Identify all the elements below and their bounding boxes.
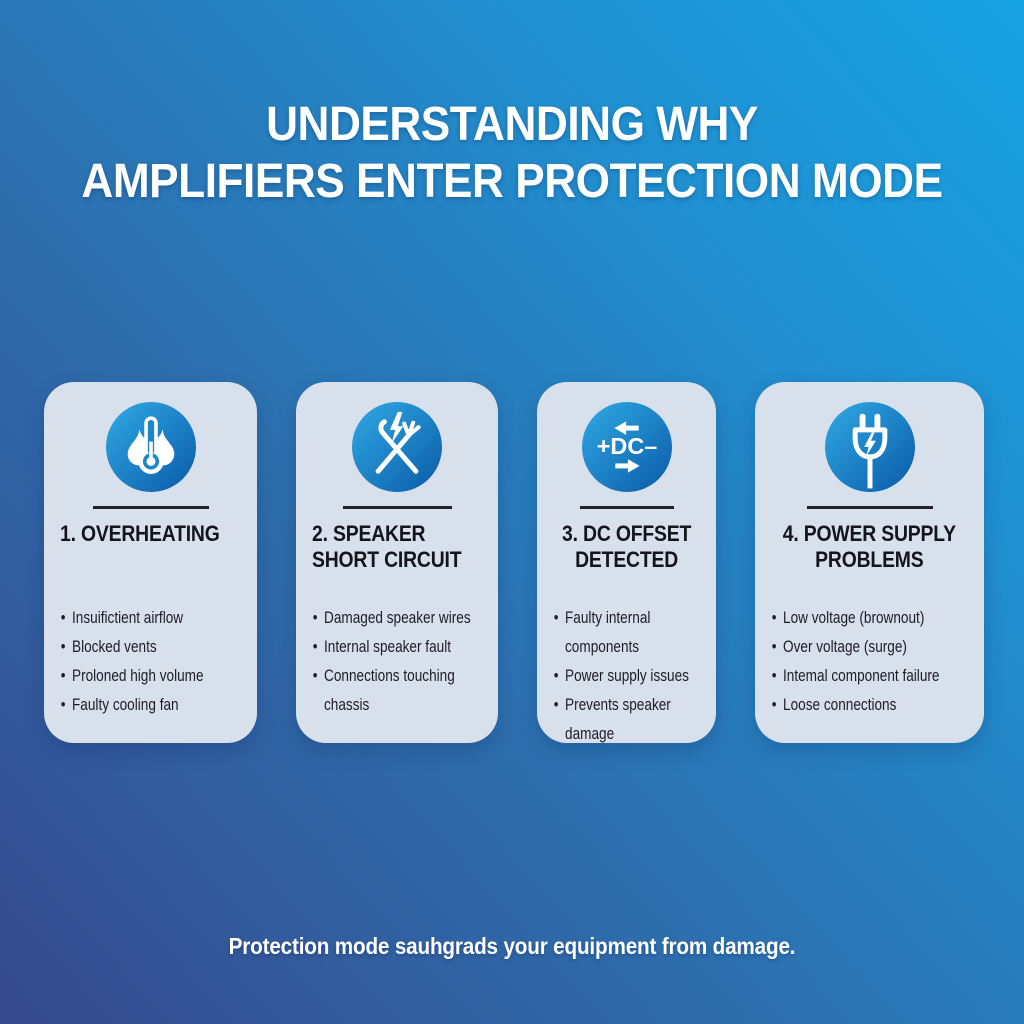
bullet-item: Insuifictient airflow <box>60 603 241 632</box>
bullet-item: Loose connections <box>771 690 968 719</box>
card-title-line: 3. DC OFFSET <box>562 521 692 546</box>
card-title: 1. OVERHEATING <box>60 521 220 573</box>
bullet-list: Low voltage (brownout) Over voltage (sur… <box>771 603 968 719</box>
card-title-line: 4. POWER SUPPLY <box>783 521 957 546</box>
bullet-item: Low voltage (brownout) <box>771 603 968 632</box>
bullet-list: Insuifictient airflow Blocked vents Prol… <box>60 603 241 719</box>
bullet-list: Faulty internal components Power supply … <box>553 603 700 748</box>
card-divider <box>579 506 674 509</box>
bullet-item: Blocked vents <box>60 632 241 661</box>
card-overheating: 1. OVERHEATING Insuifictient airflow Blo… <box>44 382 258 743</box>
card-divider <box>92 506 209 509</box>
card-title: 3. DC OFFSET DETECTED <box>562 521 692 573</box>
card-title-line: SHORT CIRCUIT <box>312 547 462 572</box>
bullet-item: Internal speaker fault <box>312 632 482 661</box>
bullet-item: Damaged speaker wires <box>312 603 482 632</box>
cards-row: 1. OVERHEATING Insuifictient airflow Blo… <box>44 382 984 743</box>
footer-note: Protection mode sauhgrads your equipment… <box>228 933 796 959</box>
bullet-item: Power supply issues <box>553 661 700 690</box>
bullet-item: Faulty internal components <box>553 603 700 661</box>
dc-offset-icon: +DC– <box>581 402 672 492</box>
bullet-item: Intemal component failure <box>771 661 968 690</box>
card-title-line: PROBLEMS <box>815 547 924 572</box>
bullet-item: Prevents speaker damage <box>553 690 700 748</box>
bullet-item: Faulty cooling fan <box>60 690 241 719</box>
bullet-item: Connections touching chassis <box>312 661 482 719</box>
card-divider <box>806 506 933 509</box>
card-speaker-short-circuit: 2. SPEAKER SHORT CIRCUIT Damaged speaker… <box>296 382 499 743</box>
card-title: 2. SPEAKER SHORT CIRCUIT <box>312 521 462 573</box>
bullet-item: Proloned high volume <box>60 661 241 690</box>
card-title: 4. POWER SUPPLY PROBLEMS <box>783 521 956 573</box>
speaker-short-circuit-icon <box>352 402 443 492</box>
power-plug-icon <box>824 402 915 492</box>
card-title-line: 2. SPEAKER <box>312 521 426 546</box>
overheating-thermometer-icon <box>105 402 196 492</box>
card-title-line: DETECTED <box>575 547 679 572</box>
title-line-1: UNDERSTANDING WHY <box>266 98 758 151</box>
card-title-line: 1. OVERHEATING <box>60 521 220 546</box>
bullet-list: Damaged speaker wires Internal speaker f… <box>312 603 482 719</box>
title-line-2: AMPLIFIERS ENTER PROTECTION MODE <box>81 155 943 208</box>
dc-offset-icon-text: +DC– <box>596 433 656 459</box>
card-divider <box>342 506 452 509</box>
card-dc-offset: +DC– 3. DC OFFSET DETECTED Faulty intern… <box>537 382 717 743</box>
page-title: UNDERSTANDING WHY AMPLIFIERS ENTER PROTE… <box>0 96 1024 210</box>
bullet-item: Over voltage (surge) <box>771 632 968 661</box>
card-power-supply: 4. POWER SUPPLY PROBLEMS Low voltage (br… <box>755 382 984 743</box>
